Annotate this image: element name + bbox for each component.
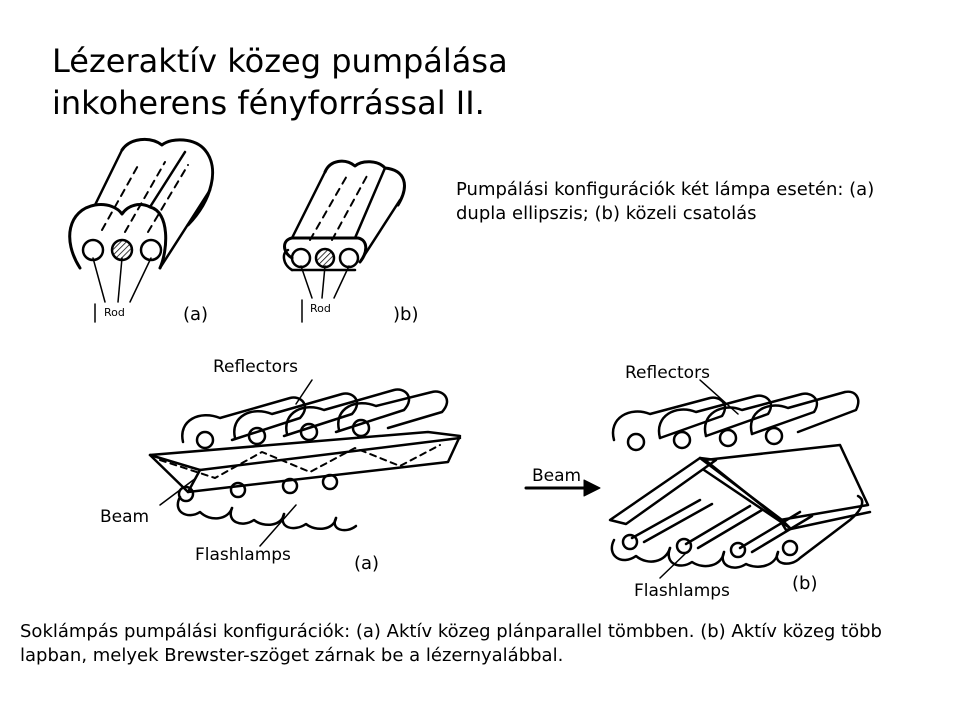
reflectors-label-a: Reflectors [213, 357, 298, 377]
title-line-1: Lézeraktív közeg pumpálása [52, 42, 508, 80]
reflectors-label-b: Reflectors [625, 363, 710, 383]
flashlamp-row-a [176, 473, 358, 532]
figure-label-top-a: (a) [183, 304, 209, 325]
rod-label-b: Rod [310, 302, 331, 315]
figure-label-top-b: )b) [393, 304, 419, 325]
close-coupling-diagram: Rod [282, 159, 406, 323]
top-description: Pumpálási konfigurációk két lámpa esetén… [456, 179, 875, 224]
reflector-row-a [181, 388, 449, 450]
beam-label-a: Beam [100, 507, 149, 527]
double-ellipse-diagram: Rod [68, 137, 214, 323]
beam-label-b: Beam [532, 466, 581, 486]
bottom-description: Soklámpás pumpálási konfigurációk: (a) A… [20, 621, 882, 666]
page-title: Lézeraktív közeg pumpálása inkoherens fé… [52, 40, 508, 124]
reflector-row-b [611, 390, 860, 452]
title-line-2: inkoherens fényforrással II. [52, 84, 485, 122]
flashlamps-label-a: Flashlamps [195, 545, 291, 565]
rod-label-a: Rod [104, 306, 125, 319]
flashlamps-label-b: Flashlamps [634, 581, 730, 601]
slab-reflectors-diagram: Reflectors Beam Flashlamps [100, 357, 462, 565]
figure-label-bottom-b: (b) [792, 573, 818, 594]
flashlamp-row-b [610, 494, 864, 569]
figure-label-bottom-a: (a) [354, 553, 380, 574]
brewster-plates-diagram: Reflectors Beam Flashlamps [524, 363, 872, 601]
